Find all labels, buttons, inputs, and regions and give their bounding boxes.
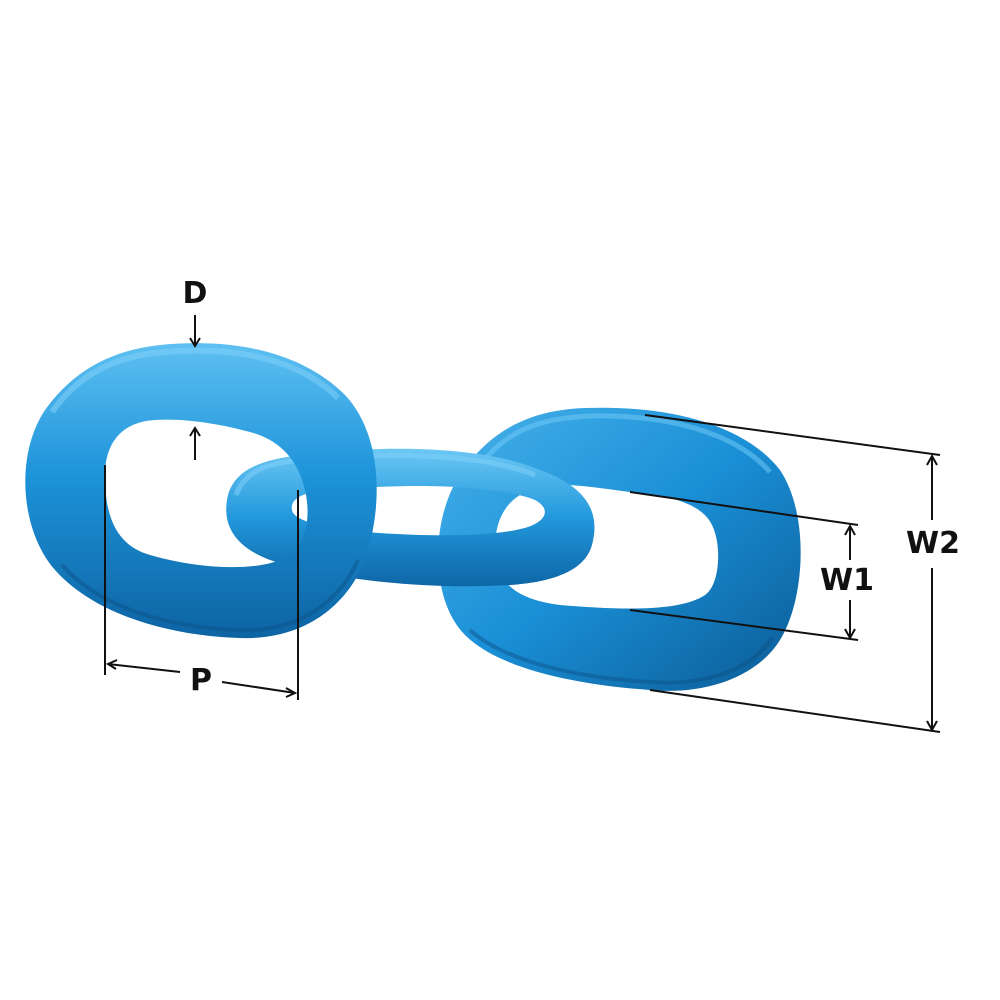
w1-extension-bottom xyxy=(629,609,859,641)
d-arrowhead-top xyxy=(189,337,201,348)
w1-arrowhead-bottom xyxy=(844,628,856,641)
w1-extension-top xyxy=(629,491,859,526)
label-w1: W1 xyxy=(820,563,874,598)
label-w2: W2 xyxy=(906,526,960,561)
p-dim-right xyxy=(221,681,296,694)
w2-arrowhead-bottom xyxy=(926,720,938,733)
label-p: P xyxy=(190,663,212,698)
left-chain-link xyxy=(25,343,377,639)
label-d: D xyxy=(183,276,208,311)
w2-arrowhead-top xyxy=(926,453,938,466)
w2-extension-top xyxy=(644,414,941,456)
p-arrowhead-right xyxy=(285,687,298,698)
p-arrowhead-left xyxy=(105,659,118,670)
w2-extension-bottom xyxy=(649,689,941,733)
p-dim-left xyxy=(107,663,181,673)
w1-arrowhead-top xyxy=(844,523,856,536)
dimension-lines xyxy=(104,315,941,733)
d-arrowhead-bottom xyxy=(189,426,201,437)
